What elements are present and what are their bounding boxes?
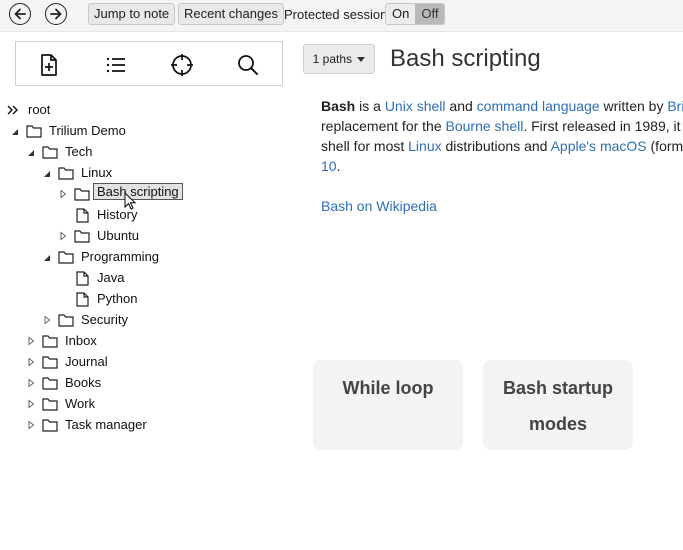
expanded-arrow-icon[interactable]: [10, 127, 20, 137]
mouse-cursor-icon: [124, 192, 136, 210]
arrow-left-circle-icon: [14, 8, 26, 20]
folder-icon: [58, 167, 74, 180]
tree-item-label: Task manager: [65, 417, 147, 432]
tree-item-label: Inbox: [65, 333, 97, 348]
tree-item-label: Programming: [81, 249, 160, 264]
collapsed-arrow-icon[interactable]: [26, 357, 36, 367]
link-bourne-shell[interactable]: Bourne shell: [445, 118, 524, 134]
child-note-card-bash-startup-modes[interactable]: Bash startup modes: [483, 360, 633, 450]
back-button[interactable]: [9, 3, 31, 25]
top-toolbar: Jump to note Recent changes Protected se…: [0, 0, 683, 32]
jump-to-note-button[interactable]: Jump to note: [88, 3, 176, 25]
forward-button[interactable]: [45, 3, 67, 25]
expanded-arrow-icon[interactable]: [26, 148, 36, 158]
collapsed-arrow-icon[interactable]: [26, 399, 36, 409]
tree-item-label: Journal: [65, 354, 108, 369]
protected-off-button[interactable]: Off: [415, 4, 445, 24]
text: distributions and: [441, 138, 551, 154]
folder-icon: [42, 356, 58, 369]
tree-item-label: Books: [65, 375, 102, 390]
paragraph-line: Bash is a Unix shell and command languag…: [321, 96, 683, 116]
text: replacement for the: [321, 118, 446, 134]
recent-changes-button[interactable]: Recent changes: [178, 3, 284, 25]
crosshair-icon[interactable]: [170, 53, 194, 77]
child-note-card-while-loop[interactable]: While loop: [313, 360, 463, 450]
protected-on-button[interactable]: On: [386, 4, 416, 24]
new-note-icon[interactable]: [37, 53, 61, 77]
caret-down-icon: [357, 57, 366, 63]
paragraph-line: 10.: [321, 156, 683, 176]
link-ten[interactable]: 10: [321, 158, 337, 174]
protected-session-toggle: On Off: [385, 3, 446, 25]
link-bash-on-wikipedia[interactable]: Bash on Wikipedia: [321, 198, 437, 214]
arrow-right-circle-icon: [50, 8, 62, 20]
link-linux[interactable]: Linux: [408, 138, 442, 154]
folder-icon: [74, 188, 90, 201]
collapsed-arrow-icon[interactable]: [58, 231, 68, 241]
paragraph-line: Bash on Wikipedia: [321, 196, 683, 216]
card-title: Bash startup modes: [502, 378, 614, 434]
tree-item-label: root: [28, 102, 51, 117]
expanded-arrow-icon[interactable]: [42, 253, 52, 263]
tree-item-label: Tech: [65, 144, 93, 159]
note-paths-dropdown[interactable]: 1 paths: [303, 44, 375, 74]
folder-icon: [42, 146, 58, 159]
note-icon: [76, 208, 89, 223]
text: is a: [355, 98, 385, 114]
folder-icon: [42, 335, 58, 348]
tree-item-label: Trilium Demo: [49, 123, 126, 138]
note-content: Bash is a Unix shell and command languag…: [321, 96, 683, 216]
folder-icon: [58, 251, 74, 264]
link-unix-shell[interactable]: Unix shell: [384, 98, 446, 114]
text: . First released in 1989, it: [523, 118, 681, 134]
paragraph-line: replacement for the Bourne shell. First …: [321, 116, 683, 136]
collapsed-arrow-icon[interactable]: [42, 315, 52, 325]
link-command-language[interactable]: command language: [476, 98, 600, 114]
collapsed-arrow-icon[interactable]: [26, 420, 36, 430]
folder-icon: [42, 398, 58, 411]
tree-item-label: Work: [65, 396, 96, 411]
text: and: [445, 98, 477, 114]
link-apple-macos[interactable]: Apple's macOS: [550, 138, 647, 154]
tree-item-label: Linux: [81, 165, 113, 180]
text: shell for most: [321, 138, 409, 154]
collapsed-arrow-icon[interactable]: [26, 336, 36, 346]
tree-item-label: History: [97, 207, 138, 222]
collapse-all-icon[interactable]: [7, 105, 19, 115]
expanded-arrow-icon[interactable]: [42, 169, 52, 179]
protected-session-label: Protected session:: [284, 7, 391, 22]
note-icon: [76, 271, 89, 286]
text: written by: [599, 98, 668, 114]
collapsed-arrow-icon[interactable]: [26, 378, 36, 388]
note-icon: [76, 292, 89, 307]
folder-icon: [74, 230, 90, 243]
text: .: [336, 158, 341, 174]
tree-item-label: Bash scripting: [93, 183, 183, 200]
bold-text: Bash: [321, 98, 356, 114]
link-brian[interactable]: Bri: [667, 98, 683, 114]
list-icon[interactable]: [104, 53, 128, 77]
collapsed-arrow-icon[interactable]: [58, 189, 68, 199]
tree-item-label: Python: [97, 291, 138, 306]
tree-action-bar: [15, 41, 283, 86]
text: (form: [646, 138, 683, 154]
paths-label: 1 paths: [312, 52, 353, 66]
folder-icon: [58, 314, 74, 327]
folder-icon: [42, 419, 58, 432]
tree-item-label: Ubuntu: [97, 228, 139, 243]
tree-item-label: Java: [97, 270, 125, 285]
search-icon[interactable]: [236, 53, 260, 77]
note-title[interactable]: Bash scripting: [390, 45, 541, 72]
tree-item-label: Security: [81, 312, 128, 327]
folder-icon: [26, 125, 42, 138]
paragraph-line: shell for most Linux distributions and A…: [321, 136, 683, 156]
folder-icon: [42, 377, 58, 390]
card-title: While loop: [342, 378, 434, 398]
